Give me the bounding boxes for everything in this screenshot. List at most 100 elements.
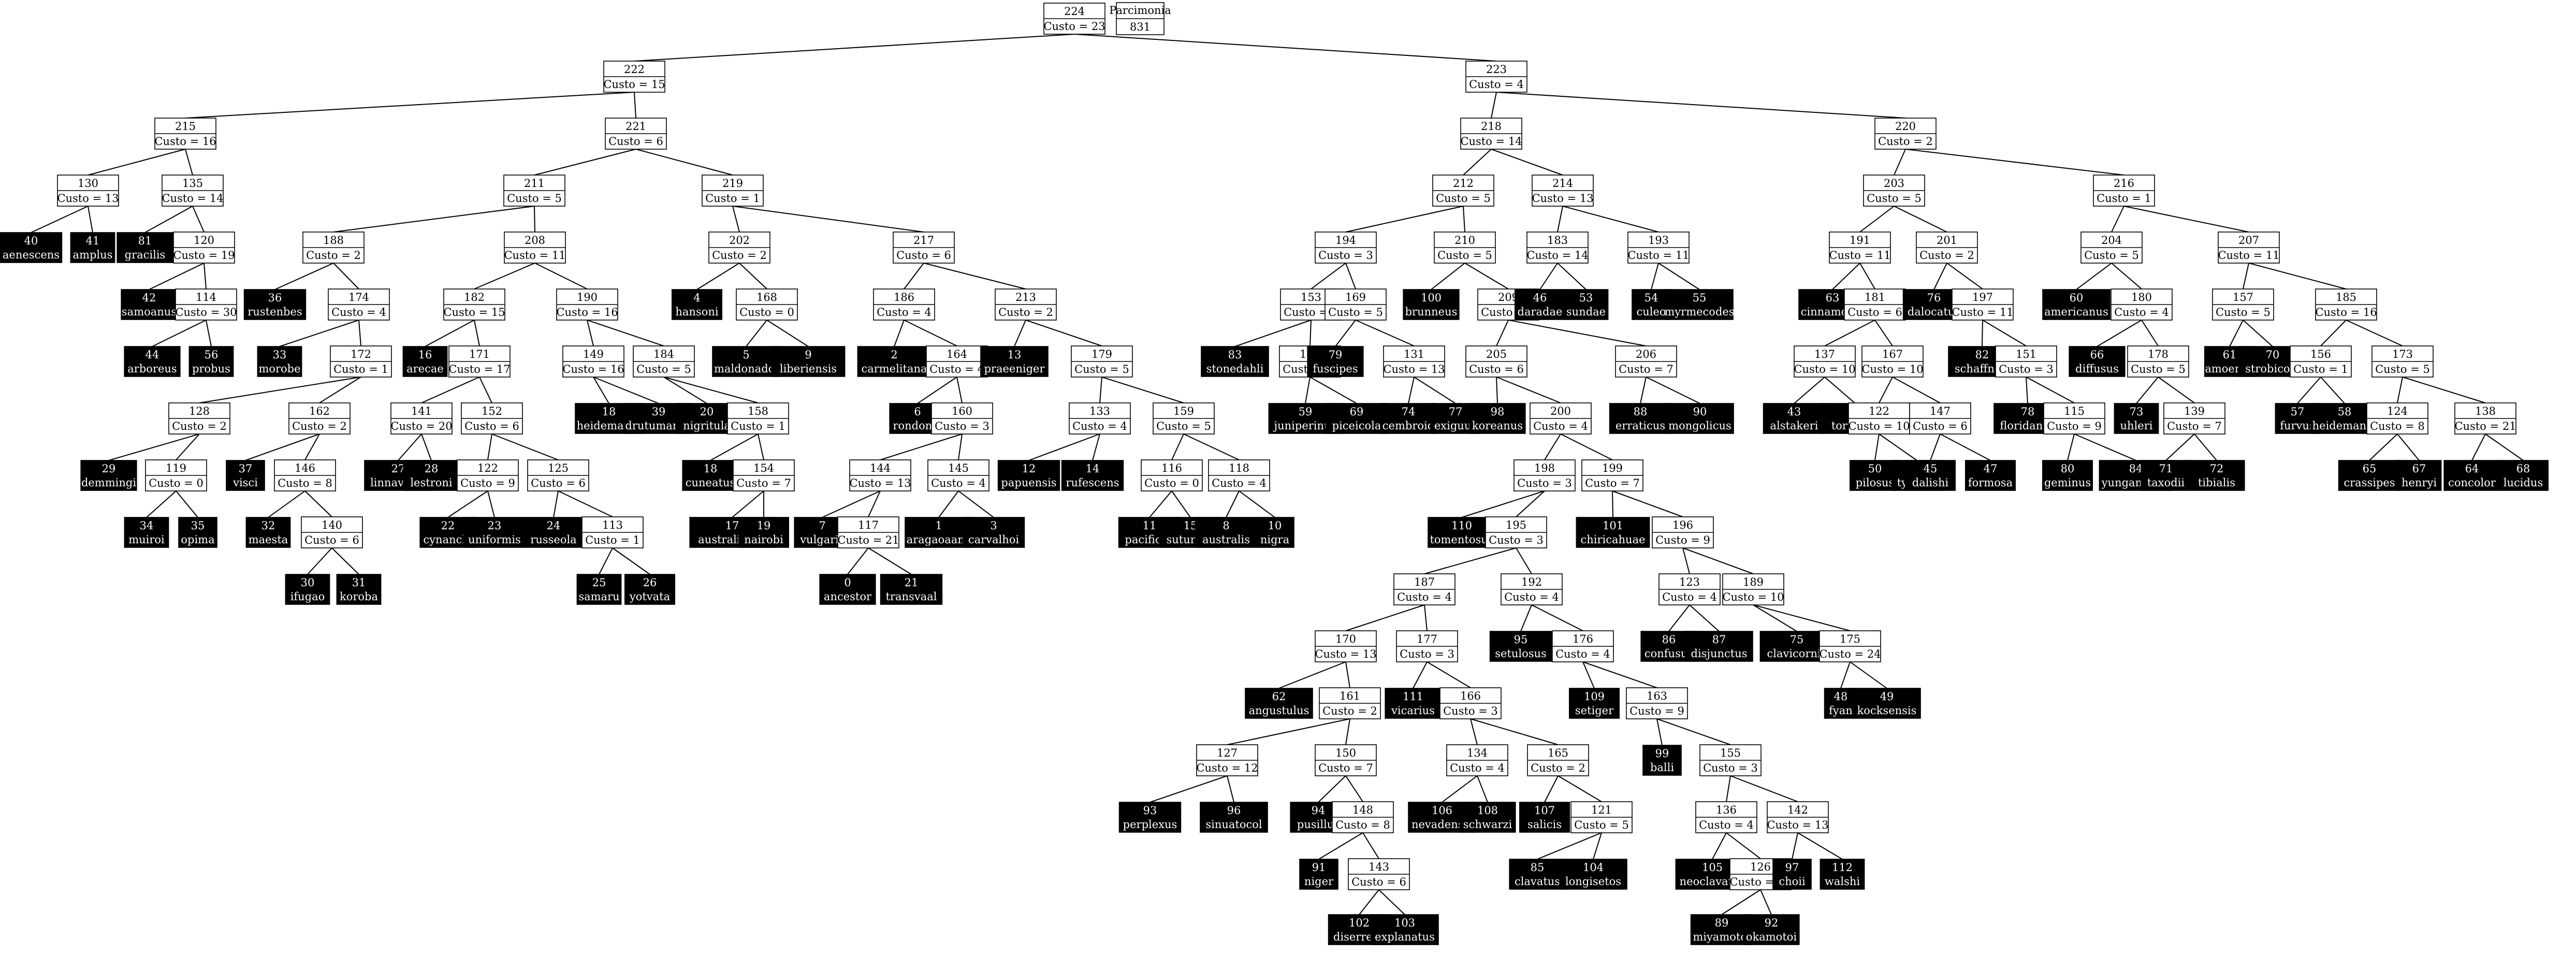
leaf-id: 103 bbox=[1394, 917, 1415, 929]
tree-edge bbox=[958, 433, 963, 460]
tree-edge bbox=[268, 490, 305, 518]
leaf-id: 49 bbox=[1880, 690, 1894, 703]
tree-edge bbox=[88, 206, 93, 233]
tree-edge bbox=[1668, 604, 1690, 632]
node-id: 207 bbox=[2238, 234, 2259, 247]
leaf-id: 74 bbox=[1402, 406, 1416, 418]
tree-edge bbox=[593, 377, 659, 404]
node-id: 117 bbox=[858, 519, 879, 531]
leaf-id: 18 bbox=[704, 462, 718, 475]
leaf-id: 42 bbox=[142, 292, 156, 304]
node-id: 116 bbox=[1161, 462, 1182, 474]
tree-edge bbox=[146, 490, 177, 518]
node-cost: Custo = 5 bbox=[1436, 192, 1491, 205]
tree-edge bbox=[1345, 604, 1425, 631]
tree-edge bbox=[185, 149, 193, 176]
node-cost: Custo = 9 bbox=[460, 477, 515, 489]
leaf-id: 107 bbox=[1534, 804, 1555, 817]
leaf-id: 0 bbox=[844, 576, 851, 589]
tree-edge bbox=[1760, 889, 1772, 915]
leaf-id: 73 bbox=[2130, 406, 2144, 418]
leaf-id: 89 bbox=[1715, 917, 1729, 929]
tree-edge bbox=[2248, 263, 2347, 290]
node-id: 122 bbox=[477, 462, 498, 474]
leaf-id: 26 bbox=[643, 576, 657, 589]
node-cost: Custo = 4 bbox=[1397, 591, 1452, 603]
leaf-id: 93 bbox=[1143, 804, 1157, 817]
tree-edge bbox=[1239, 490, 1275, 518]
node-id: 175 bbox=[1840, 633, 1860, 645]
node-cost: Custo = 3 bbox=[935, 420, 989, 432]
node-cost: Custo = 4 bbox=[1504, 591, 1559, 603]
leaf-label: pilosus bbox=[1856, 476, 1895, 489]
leaf-label: concolor bbox=[2448, 476, 2496, 489]
leaf-label: visci bbox=[232, 476, 258, 489]
tree-edge bbox=[192, 206, 205, 233]
leaf-id: 59 bbox=[1299, 406, 1313, 418]
tree-edge bbox=[1171, 490, 1191, 518]
node-cost: Custo = 7 bbox=[1585, 477, 1640, 489]
tree-edge bbox=[634, 34, 1075, 62]
leaf-id: 7 bbox=[819, 519, 825, 532]
node-cost: Custo = 7 bbox=[1619, 363, 1673, 375]
leaf-id: 10 bbox=[1268, 519, 1282, 532]
tree-edge bbox=[479, 377, 492, 403]
leaf-label: vulgaris bbox=[799, 533, 845, 546]
leaf-label: okamotoi bbox=[1746, 931, 1797, 943]
node-id: 151 bbox=[2016, 348, 2036, 360]
tree-edge bbox=[1859, 206, 1895, 233]
leaf-id: 50 bbox=[1868, 462, 1882, 475]
node-id: 150 bbox=[1335, 747, 1356, 759]
leaf-label: clavicornis bbox=[1767, 647, 1826, 660]
node-cost: Custo = 4 bbox=[1699, 819, 1754, 831]
tree-edge bbox=[1318, 775, 1346, 803]
node-cost: Custo = 6 bbox=[531, 477, 586, 489]
tree-edge bbox=[1593, 832, 1602, 860]
leaf-id: 57 bbox=[2291, 406, 2305, 418]
node-cost: Custo = 11 bbox=[504, 249, 565, 262]
tree-edge bbox=[1461, 490, 1545, 518]
leaf-label: nigritula bbox=[683, 419, 731, 432]
leaf-label: rufescens bbox=[1066, 476, 1119, 489]
node-cost: Custo = 2 bbox=[998, 306, 1053, 319]
leaf-id: 101 bbox=[1603, 519, 1623, 532]
tree-edge bbox=[1227, 775, 1234, 803]
tree-edge bbox=[599, 547, 613, 575]
leaf-label: henryi bbox=[2402, 476, 2437, 489]
leaf-label: balli bbox=[1650, 761, 1674, 774]
tree-edge bbox=[307, 547, 332, 575]
node-cost: Custo = 5 bbox=[507, 192, 562, 205]
leaf-id: 65 bbox=[2363, 462, 2377, 475]
node-cost: Custo = 6 bbox=[304, 534, 359, 546]
tree-edge bbox=[425, 320, 475, 347]
leaf-label: lucidus bbox=[2504, 476, 2543, 489]
tree-edge bbox=[534, 263, 588, 290]
tree-edge bbox=[421, 377, 480, 403]
node-id: 121 bbox=[1591, 804, 1612, 816]
tree-edge bbox=[880, 433, 963, 460]
leaf-id: 94 bbox=[1312, 804, 1326, 817]
node-cost: Custo = 16 bbox=[556, 306, 618, 319]
tree-edge bbox=[1612, 490, 1683, 517]
